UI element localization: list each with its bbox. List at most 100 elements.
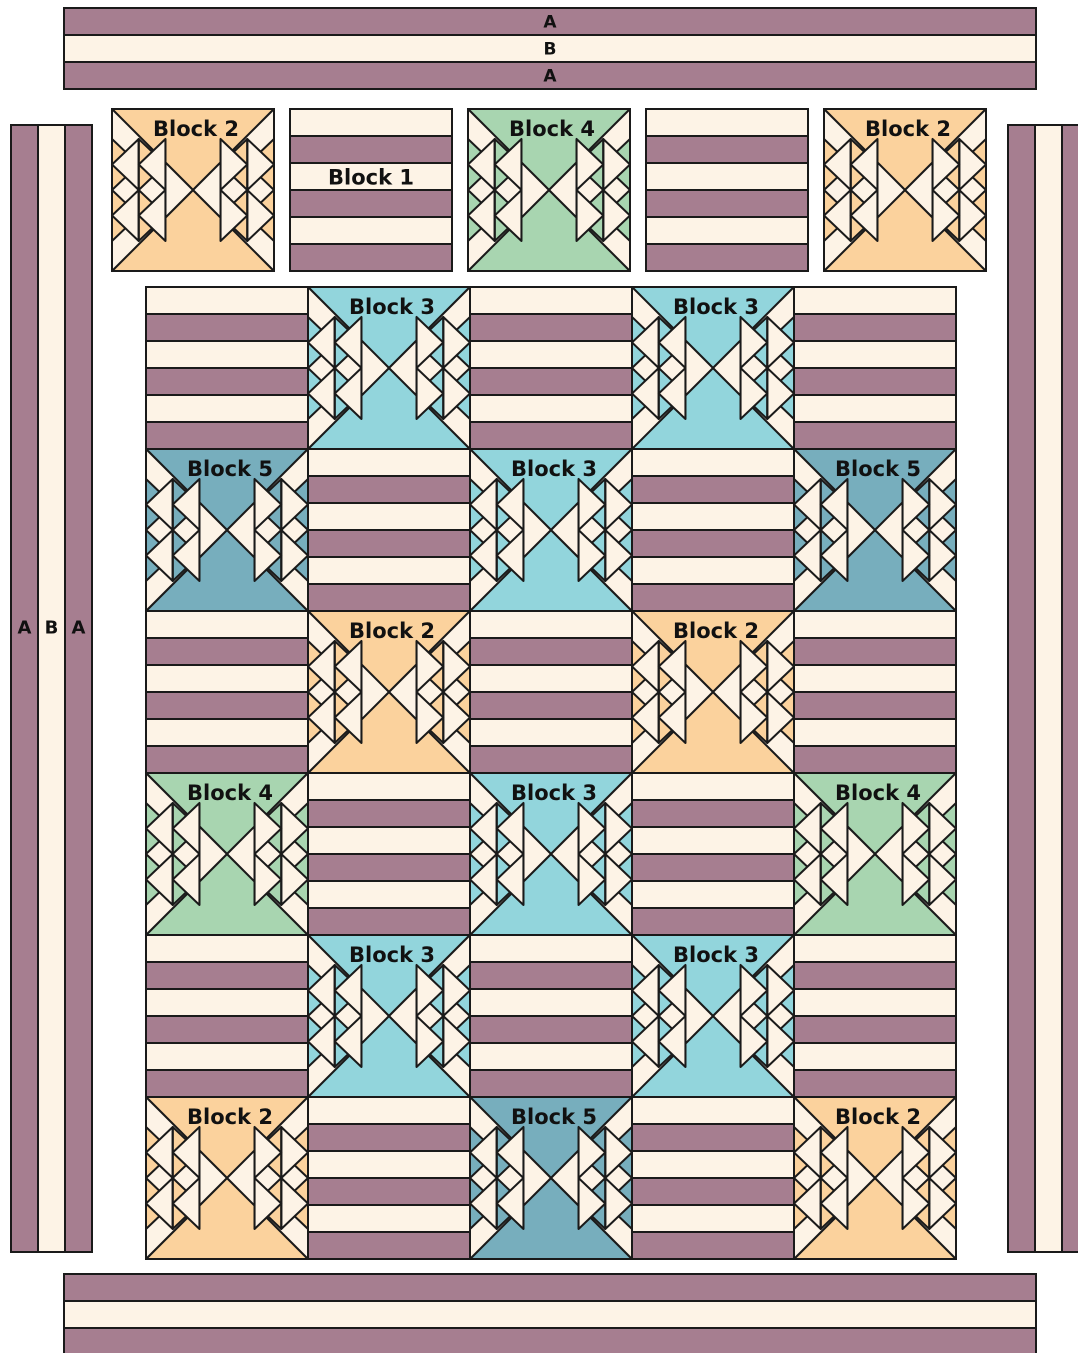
stripe-cream: [308, 773, 470, 800]
stripe-mauve: [794, 422, 956, 449]
stripe-cream: [632, 503, 794, 530]
block-label: Block 5: [511, 1105, 597, 1129]
stripe-cream: [794, 1043, 956, 1070]
strip-a: [65, 125, 92, 1252]
stripe-mauve: [146, 314, 308, 341]
stripe-mauve: [308, 800, 470, 827]
stripe-mauve: [146, 962, 308, 989]
stripe-mauve: [470, 638, 632, 665]
stripe-mauve: [632, 1124, 794, 1151]
block-1: [308, 773, 470, 935]
block-1: [146, 935, 308, 1097]
stripe-mauve: [290, 136, 452, 163]
stripe-cream: [470, 341, 632, 368]
block-label: Block 4: [835, 781, 921, 805]
block-1: [646, 109, 808, 271]
block-1: [794, 287, 956, 449]
stripe-cream: [308, 449, 470, 476]
stripe-cream: [470, 611, 632, 638]
block-label: Block 3: [349, 943, 435, 967]
stripe-cream: [146, 665, 308, 692]
strip-a: [1062, 125, 1078, 1252]
block-label: Block 3: [511, 781, 597, 805]
stripe-mauve: [646, 190, 808, 217]
stripe-mauve: [470, 746, 632, 773]
bottom-border: [64, 1274, 1036, 1353]
stripe-cream: [470, 1043, 632, 1070]
stripe-cream: [794, 341, 956, 368]
stripe-mauve: [632, 854, 794, 881]
stripe-mauve: [794, 962, 956, 989]
stripe-cream: [470, 935, 632, 962]
block-label: Block 2: [349, 619, 435, 643]
stripe-mauve: [632, 584, 794, 611]
stripe-cream: [794, 665, 956, 692]
right-border: [1008, 125, 1078, 1252]
stripe-cream: [794, 611, 956, 638]
stripe-mauve: [146, 1070, 308, 1097]
stripe-cream: [146, 395, 308, 422]
strip-b: [38, 125, 65, 1252]
block-1: [632, 449, 794, 611]
stripe-cream: [632, 1151, 794, 1178]
stripe-mauve: [794, 314, 956, 341]
stripe-mauve: [308, 530, 470, 557]
strip-label: B: [45, 618, 59, 639]
strip-label: A: [543, 13, 557, 33]
strip-label: B: [544, 40, 557, 60]
left-border: [11, 125, 92, 1252]
block-1: [470, 611, 632, 773]
block-1: [470, 287, 632, 449]
strip-a: [11, 125, 38, 1252]
stripe-mauve: [470, 1016, 632, 1043]
stripe-cream: [308, 503, 470, 530]
block-1: [308, 449, 470, 611]
stripe-cream: [794, 395, 956, 422]
stripe-cream: [308, 881, 470, 908]
block-label: Block 2: [153, 117, 239, 141]
stripe-mauve: [308, 1232, 470, 1259]
stripe-mauve: [308, 1124, 470, 1151]
stripe-cream: [646, 163, 808, 190]
stripe-cream: [646, 109, 808, 136]
block-label: Block 4: [509, 117, 595, 141]
block-label: Block 3: [349, 295, 435, 319]
stripe-cream: [794, 719, 956, 746]
stripe-cream: [146, 287, 308, 314]
stripe-mauve: [146, 692, 308, 719]
stripe-mauve: [146, 638, 308, 665]
strip-a: [1008, 125, 1035, 1252]
stripe-cream: [146, 935, 308, 962]
stripe-cream: [646, 217, 808, 244]
stripe-mauve: [308, 476, 470, 503]
block-1: [632, 773, 794, 935]
block-1: [470, 935, 632, 1097]
stripe-mauve: [146, 746, 308, 773]
stripe-cream: [146, 1043, 308, 1070]
stripe-mauve: [794, 1070, 956, 1097]
stripe-cream: [308, 1205, 470, 1232]
block-label: Block 3: [511, 457, 597, 481]
stripe-mauve: [632, 1178, 794, 1205]
stripe-mauve: [308, 908, 470, 935]
stripe-mauve: [470, 368, 632, 395]
stripe-cream: [632, 1097, 794, 1124]
stripe-mauve: [794, 368, 956, 395]
stripe-cream: [794, 989, 956, 1016]
stripe-mauve: [794, 638, 956, 665]
block-1: [146, 611, 308, 773]
block-label: Block 2: [673, 619, 759, 643]
block-label: Block 2: [835, 1105, 921, 1129]
stripe-cream: [290, 217, 452, 244]
stripe-mauve: [632, 530, 794, 557]
block-1: [632, 1097, 794, 1259]
stripe-cream: [308, 1151, 470, 1178]
strip-label: A: [543, 67, 557, 87]
stripe-mauve: [470, 1070, 632, 1097]
block-label: Block 5: [187, 457, 273, 481]
strip-b: [1035, 125, 1062, 1252]
stripe-mauve: [794, 1016, 956, 1043]
strip-b: [64, 1301, 1036, 1328]
block-label: Block 3: [673, 295, 759, 319]
stripe-mauve: [290, 190, 452, 217]
